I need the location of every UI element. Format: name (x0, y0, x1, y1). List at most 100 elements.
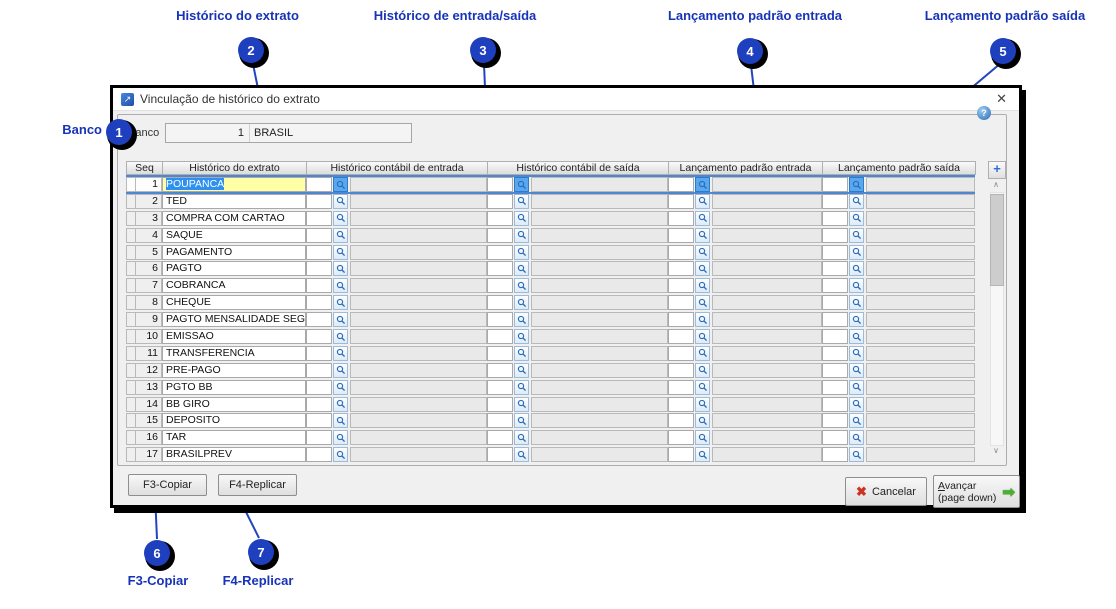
lookup-button[interactable] (333, 278, 348, 294)
description-field[interactable] (712, 396, 822, 412)
lookup-button[interactable] (849, 362, 864, 378)
description-field[interactable] (866, 345, 975, 361)
description-field[interactable] (866, 447, 975, 463)
close-icon[interactable]: ✕ (996, 91, 1007, 106)
lookup-button[interactable] (695, 329, 710, 345)
row-selector-cell[interactable] (126, 295, 136, 311)
lookup-button[interactable] (849, 379, 864, 395)
lookup-button[interactable] (695, 261, 710, 277)
description-field[interactable] (712, 379, 822, 395)
description-field[interactable] (531, 261, 668, 277)
lookup-button[interactable] (695, 295, 710, 311)
column-header[interactable]: Lançamento padrão saída (822, 161, 976, 175)
code-field[interactable] (306, 261, 332, 277)
description-field[interactable] (531, 413, 668, 429)
lookup-button[interactable] (333, 329, 348, 345)
lookup-button[interactable] (695, 227, 710, 243)
lookup-button[interactable] (333, 244, 348, 260)
code-field[interactable] (822, 345, 848, 361)
code-field[interactable] (306, 312, 332, 328)
code-field[interactable] (487, 261, 513, 277)
code-field[interactable] (487, 193, 513, 209)
lookup-button[interactable] (849, 261, 864, 277)
description-field[interactable] (866, 227, 975, 243)
code-field[interactable] (668, 329, 694, 345)
lookup-button[interactable] (514, 177, 529, 192)
code-field[interactable] (487, 295, 513, 311)
description-field[interactable] (531, 295, 668, 311)
banco-field[interactable]: 1 BRASIL (165, 123, 412, 143)
row-selector-cell[interactable] (126, 329, 136, 345)
lookup-button[interactable] (695, 413, 710, 429)
lookup-button[interactable] (849, 177, 864, 192)
description-field[interactable] (712, 430, 822, 446)
lookup-button[interactable] (514, 396, 529, 412)
description-field[interactable] (350, 345, 487, 361)
description-field[interactable] (531, 447, 668, 463)
description-field[interactable] (712, 295, 822, 311)
description-field[interactable] (866, 193, 975, 209)
code-field[interactable] (668, 430, 694, 446)
description-field[interactable] (350, 329, 487, 345)
lookup-button[interactable] (333, 447, 348, 463)
description-field[interactable] (531, 227, 668, 243)
code-field[interactable] (487, 210, 513, 226)
description-field[interactable] (866, 278, 975, 294)
description-field[interactable] (866, 396, 975, 412)
description-field[interactable] (866, 430, 975, 446)
lookup-button[interactable] (695, 430, 710, 446)
extrato-cell[interactable]: COBRANCA (162, 278, 306, 294)
description-field[interactable] (866, 210, 975, 226)
lookup-button[interactable] (514, 345, 529, 361)
lookup-button[interactable] (695, 210, 710, 226)
code-field[interactable] (487, 177, 513, 192)
lookup-button[interactable] (514, 295, 529, 311)
code-field[interactable] (306, 278, 332, 294)
description-field[interactable] (712, 447, 822, 463)
lookup-button[interactable] (514, 447, 529, 463)
lookup-button[interactable] (849, 447, 864, 463)
description-field[interactable] (866, 362, 975, 378)
row-selector-cell[interactable] (126, 227, 136, 243)
lookup-button[interactable] (333, 362, 348, 378)
code-field[interactable] (668, 227, 694, 243)
lookup-button[interactable] (514, 312, 529, 328)
code-field[interactable] (306, 362, 332, 378)
description-field[interactable] (350, 379, 487, 395)
description-field[interactable] (531, 177, 668, 192)
code-field[interactable] (487, 244, 513, 260)
extrato-cell[interactable]: COMPRA COM CARTAO (162, 210, 306, 226)
code-field[interactable] (668, 295, 694, 311)
code-field[interactable] (306, 227, 332, 243)
description-field[interactable] (531, 278, 668, 294)
help-icon[interactable]: ? (977, 106, 991, 120)
description-field[interactable] (531, 396, 668, 412)
code-field[interactable] (306, 430, 332, 446)
code-field[interactable] (822, 447, 848, 463)
description-field[interactable] (866, 329, 975, 345)
extrato-cell[interactable]: TED (162, 193, 306, 209)
row-selector-cell[interactable] (126, 177, 136, 192)
description-field[interactable] (350, 278, 487, 294)
description-field[interactable] (531, 345, 668, 361)
description-field[interactable] (350, 261, 487, 277)
description-field[interactable] (866, 379, 975, 395)
lookup-button[interactable] (849, 413, 864, 429)
row-selector-cell[interactable] (126, 312, 136, 328)
scroll-up-icon[interactable]: ∧ (993, 180, 999, 189)
code-field[interactable] (668, 278, 694, 294)
lookup-button[interactable] (849, 396, 864, 412)
code-field[interactable] (822, 261, 848, 277)
code-field[interactable] (822, 329, 848, 345)
row-selector-cell[interactable] (126, 193, 136, 209)
code-field[interactable] (306, 396, 332, 412)
code-field[interactable] (306, 244, 332, 260)
lookup-button[interactable] (514, 278, 529, 294)
description-field[interactable] (350, 447, 487, 463)
advance-button[interactable]: Avançar (page down) ➡ (933, 475, 1020, 508)
lookup-button[interactable] (333, 177, 348, 192)
code-field[interactable] (822, 430, 848, 446)
lookup-button[interactable] (333, 430, 348, 446)
lookup-button[interactable] (333, 345, 348, 361)
lookup-button[interactable] (849, 244, 864, 260)
